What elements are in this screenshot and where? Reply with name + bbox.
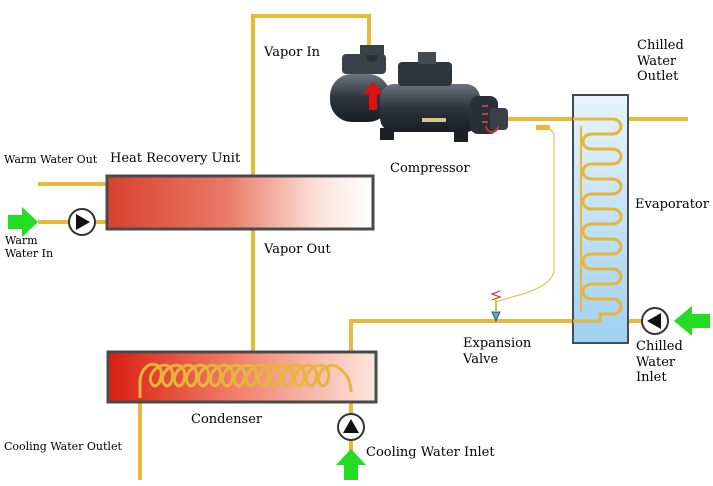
compressor-label: Compressor — [390, 161, 470, 176]
chilled-water-outlet-label: Chilled Water Outlet — [637, 38, 684, 85]
heat-recovery-unit-label: Heat Recovery Unit — [110, 151, 241, 166]
expansion-valve — [490, 290, 502, 323]
warm-water-in-label: Warm Water In — [5, 234, 54, 261]
vapor-out-label: Vapor Out — [264, 242, 331, 257]
chilled-water-inlet-label: Chilled Water Inlet — [636, 339, 683, 386]
chilled-water-in-arrow — [674, 306, 710, 336]
warm-water-pump — [68, 208, 96, 236]
sensing-bulb — [536, 125, 550, 130]
evaporator-coil — [573, 117, 623, 323]
cooling-water-outlet-label: Cooling Water Outlet — [4, 440, 122, 453]
condenser-box — [106, 350, 378, 404]
warm-water-in-arrow — [8, 207, 38, 237]
vapor-in-label: Vapor In — [264, 45, 320, 60]
condenser-label: Condenser — [191, 412, 263, 427]
chilled-water-pump — [641, 307, 669, 335]
cooling-water-pump — [337, 413, 365, 441]
compressor-flow-arrow — [363, 82, 383, 110]
condenser-coil — [138, 362, 353, 398]
vapor-in-pipe — [251, 14, 371, 178]
capillary-line — [495, 127, 555, 303]
evaporator-label: Evaporator — [635, 197, 709, 212]
cooling-water-in-arrow — [336, 449, 366, 480]
compressor — [330, 45, 508, 142]
cooling-water-inlet-label: Cooling Water Inlet — [366, 445, 495, 460]
liquid-line-pipe — [349, 319, 575, 354]
expansion-valve-label: Expansion Valve — [463, 336, 532, 367]
warm-water-out-label: Warm Water Out — [4, 153, 98, 166]
heat-recovery-unit-box — [105, 174, 375, 231]
